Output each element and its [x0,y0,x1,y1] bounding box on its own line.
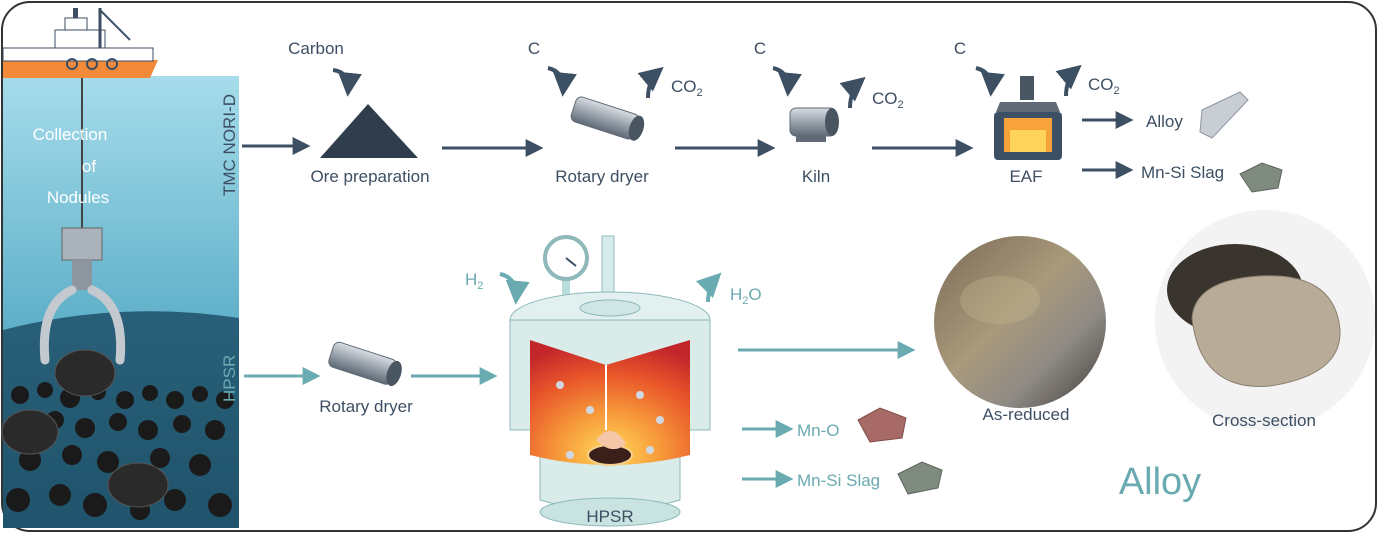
rotary-dryer-icon [328,341,402,387]
mn-o-rock-icon [857,407,907,443]
ship-icon [2,8,158,78]
bottom-route: Rotary dryer H2 H2O [244,210,1375,527]
output-arrow [637,66,664,99]
nodule-large [1,409,59,455]
mn-o-label: Mn-O [797,421,840,440]
co2-label: CO2 [1088,75,1120,97]
output-arrow [695,272,722,303]
nodule-large [107,462,169,508]
as-reduced-alloy-image [934,236,1106,408]
input-arrow [547,66,577,97]
ore-pile-icon [320,104,418,158]
kiln-icon [789,107,839,142]
input-arrow [499,272,530,305]
alloy-ingot-icon [1199,91,1249,139]
rotary-dryer-label: Rotary dryer [555,167,649,186]
top-route: Carbon Ore preparation C CO2 Rotary drye… [242,39,1283,193]
c-label: C [954,39,966,58]
kiln-label: Kiln [802,167,830,186]
mn-si-slag-label: Mn-Si Slag [1141,163,1224,182]
route-label-tmc: TMC NORI-D [220,94,239,196]
route-label-hpsr: HPSR [220,355,239,402]
input-arrow [772,66,802,97]
alloy-label: Alloy [1146,112,1183,131]
h2-label: H2 [465,270,483,292]
carbon-label: Carbon [288,39,344,58]
output-arrow [1055,64,1082,97]
slag-rock-icon [1239,162,1283,193]
ocean-panel: Collection of Nodules [1,8,239,528]
input-arrow [332,68,362,97]
mn-si-slag-label: Mn-Si Slag [797,471,880,490]
rotary-dryer-icon [570,96,645,141]
hpsr-reactor-icon [509,235,711,527]
nodule-large [54,349,116,397]
ore-preparation-label: Ore preparation [310,167,429,186]
slag-rock-icon [897,461,943,495]
eaf-label: EAF [1009,167,1042,186]
collector-claw-icon [39,227,126,365]
eaf-furnace-icon [994,76,1062,160]
collection-of-label: of [82,157,96,176]
co2-label: CO2 [872,89,904,111]
collection-label: Collection [33,125,108,144]
cross-section-label: Cross-section [1212,411,1316,430]
h2o-label: H2O [730,285,762,307]
rotary-dryer-label: Rotary dryer [319,397,413,416]
co2-label: CO2 [671,77,703,99]
c-label: C [754,39,766,58]
nodules-label: Nodules [47,188,109,207]
hpsr-label: HPSR [586,507,633,526]
output-arrow [839,76,866,109]
c-label: C [528,39,540,58]
as-reduced-label: As-reduced [983,405,1070,424]
alloy-title: Alloy [1119,461,1201,503]
input-arrow [975,66,1005,97]
cross-section-alloy-image [1155,210,1375,430]
